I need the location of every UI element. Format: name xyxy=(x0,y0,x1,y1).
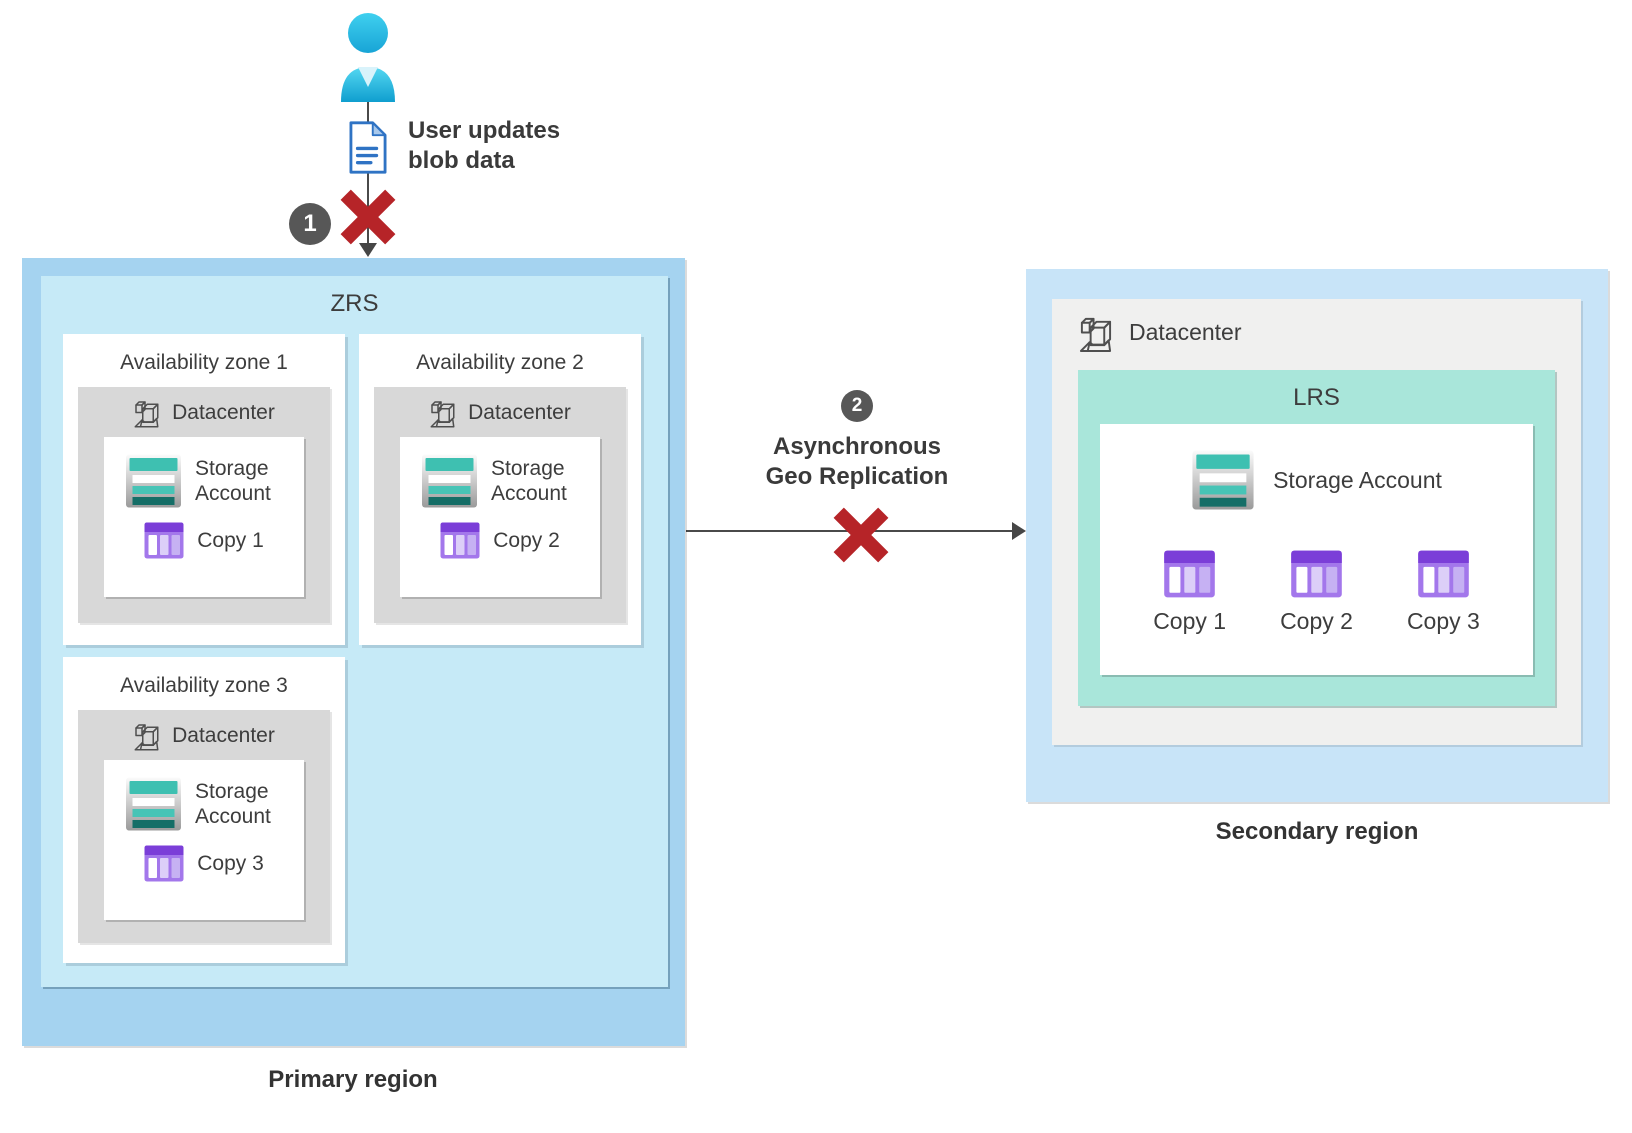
table-copy-icon xyxy=(144,522,184,559)
table-copy-icon xyxy=(144,845,184,882)
availability-zone-card: Availability zone 2 Datacenter Storage A… xyxy=(359,334,641,645)
datacenter-icon xyxy=(1078,311,1113,354)
datacenter-box: Datacenter Storage Account Copy 2 xyxy=(374,387,626,623)
storage-account-label: Storage Account xyxy=(195,457,271,505)
user-updates-label: User updates blob data xyxy=(408,117,561,174)
copy-item: Copy 2 xyxy=(1280,550,1353,635)
storage-account-icon xyxy=(125,454,182,508)
availability-zone-card: Availability zone 3 Datacenter Storage A… xyxy=(63,657,345,963)
copy-label: Copy 3 xyxy=(1406,608,1480,634)
primary-region-label: Primary region xyxy=(268,1066,438,1093)
copy-item: Copy 1 xyxy=(1153,550,1226,635)
zrs-title: ZRS xyxy=(330,290,379,317)
zrs-panel: ZRS Availability zone 1 Datacenter Stora… xyxy=(41,276,668,987)
table-copy-icon xyxy=(440,522,480,559)
step-2-badge: 2 xyxy=(841,390,873,422)
datacenter-box: Datacenter Storage Account Copy 1 xyxy=(78,387,330,623)
storage-account-icon xyxy=(421,454,478,508)
datacenter-icon xyxy=(429,396,456,429)
availability-zone-card: Availability zone 1 Datacenter Storage A… xyxy=(63,334,345,645)
storage-account-label: Storage Account xyxy=(491,457,567,505)
datacenter-icon xyxy=(133,396,160,429)
datacenter-label: Datacenter xyxy=(468,400,571,424)
person-icon xyxy=(336,10,400,102)
storage-inner-box: Storage Account Copy 2 xyxy=(400,437,600,597)
storage-inner-box: Storage Account Copy 3 xyxy=(104,760,304,920)
table-copy-icon xyxy=(1290,550,1343,598)
copy-label: Copy 3 xyxy=(197,852,264,875)
step-1-badge: 1 xyxy=(289,203,331,245)
lrs-title: LRS xyxy=(1293,384,1340,411)
datacenter-icon xyxy=(133,719,160,752)
storage-inner-box: Storage Account Copy 1 Copy 2 xyxy=(1100,424,1533,675)
datacenter-box: Datacenter Storage Account Copy 3 xyxy=(78,710,330,943)
storage-inner-box: Storage Account Copy 1 xyxy=(104,437,304,597)
datacenter-label: Datacenter xyxy=(1129,319,1242,345)
zone-title: Availability zone 3 xyxy=(120,674,288,697)
primary-region-box: ZRS Availability zone 1 Datacenter Stora… xyxy=(22,258,685,1046)
blob-document-icon xyxy=(346,120,390,175)
red-x-icon xyxy=(337,186,399,248)
storage-account-icon xyxy=(1191,450,1255,510)
copy-item: Copy 3 xyxy=(1407,550,1480,635)
arrow-right-icon xyxy=(1012,522,1026,540)
copy-label: Copy 2 xyxy=(1280,608,1353,634)
storage-account-icon xyxy=(125,777,182,831)
datacenter-box: Datacenter LRS Storage Account Copy 1 xyxy=(1052,299,1581,745)
copy-label: Copy 1 xyxy=(197,529,264,552)
datacenter-label: Datacenter xyxy=(172,400,275,424)
copy-label: Copy 2 xyxy=(493,529,560,552)
lrs-panel: LRS Storage Account Copy 1 Copy 2 xyxy=(1078,370,1555,706)
red-x-icon xyxy=(830,504,892,566)
replication-label: Asynchronous Geo Replication xyxy=(765,433,949,490)
table-copy-icon xyxy=(1417,550,1470,598)
datacenter-label: Datacenter xyxy=(172,723,275,747)
zone-title: Availability zone 2 xyxy=(416,351,584,374)
copy-label: Copy 1 xyxy=(1153,608,1227,634)
zone-title: Availability zone 1 xyxy=(120,351,288,374)
storage-account-label: Storage Account xyxy=(195,780,271,828)
storage-account-label: Storage Account xyxy=(1273,466,1442,493)
table-copy-icon xyxy=(1163,550,1216,598)
secondary-region-label: Secondary region xyxy=(1215,818,1419,845)
secondary-region-box: Datacenter LRS Storage Account Copy 1 xyxy=(1026,269,1608,802)
arrow-down-icon xyxy=(359,243,377,257)
